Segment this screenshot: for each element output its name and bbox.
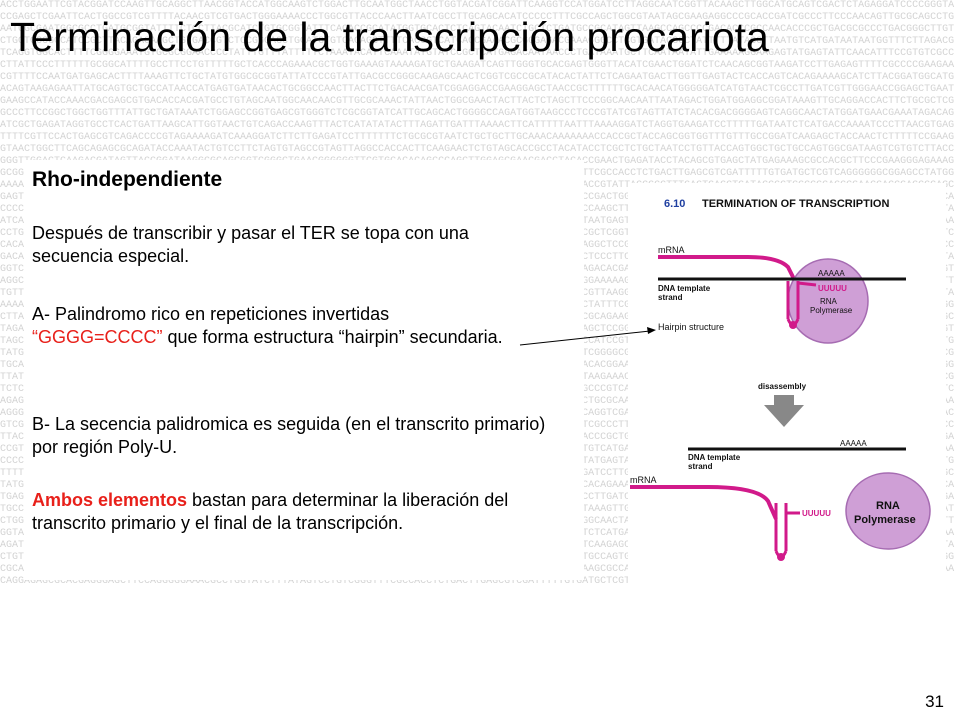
bottom-mrna-strand bbox=[630, 485, 778, 520]
hairpin-label: Hairpin structure bbox=[658, 322, 724, 332]
page-number: 31 bbox=[925, 692, 944, 711]
top-poly-u-tail bbox=[797, 281, 817, 287]
palindrome-sequence: “GGGG=CCCC” bbox=[32, 327, 163, 347]
paragraph-conclusion-text: bastan para determinar la liberación del… bbox=[32, 490, 509, 533]
text-panel bbox=[24, 160, 584, 580]
paragraph-poly-u: B- La secencia palidromica es seguida (e… bbox=[32, 413, 552, 459]
paragraph-poly-u-text: B- La secencia palidromica es seguida (e… bbox=[32, 414, 546, 457]
paragraph-conclusion: Ambos elementos bastan para determinar l… bbox=[32, 489, 552, 535]
termination-figure: 6.10 TERMINATION OF TRANSCRIPTION mRNA D… bbox=[628, 183, 946, 583]
bottom-polymerase-label-2: Polymerase bbox=[854, 514, 916, 526]
top-mrna-label: mRNA bbox=[658, 245, 685, 255]
top-hairpin-loop bbox=[789, 321, 797, 329]
bottom-rna-polymerase bbox=[845, 472, 931, 550]
bottom-mrna-label: mRNA bbox=[630, 475, 657, 485]
figure-number: 6.10 bbox=[664, 198, 685, 210]
paragraph-palindrome-text-2: que forma estructura “hairpin” secundari… bbox=[162, 327, 503, 347]
top-polymerase-label-1: RNA bbox=[820, 297, 838, 306]
section-subtitle: Rho-independiente bbox=[32, 168, 223, 191]
highlight-both-elements: Ambos elementos bbox=[32, 490, 188, 510]
paragraph-palindrome-text: A- Palindromo rico en repeticiones inver… bbox=[32, 304, 390, 324]
top-uuuuu-label: UUUUU bbox=[818, 284, 847, 293]
disassembly-arrow bbox=[764, 395, 804, 427]
bottom-dna-label-1: DNA template bbox=[688, 453, 741, 462]
disassembly-label: disassembly bbox=[758, 382, 807, 391]
bottom-aaaaa-label: AAAAA bbox=[840, 439, 867, 448]
bottom-polymerase-label-1: RNA bbox=[876, 500, 900, 512]
bottom-uuuuu-label: UUUUU bbox=[802, 509, 831, 518]
top-aaaaa-label: AAAAA bbox=[818, 269, 845, 278]
paragraph-intro: Después de transcribir y pasar el TER se… bbox=[32, 222, 552, 268]
figure-heading: TERMINATION OF TRANSCRIPTION bbox=[702, 198, 889, 210]
bottom-hairpin-structure bbox=[774, 503, 788, 559]
paragraph-intro-text: Después de transcribir y pasar el TER se… bbox=[32, 223, 469, 266]
top-dna-label-1: DNA template bbox=[658, 284, 711, 293]
bottom-hairpin-loop bbox=[777, 553, 785, 561]
top-polymerase-label-2: Polymerase bbox=[810, 306, 853, 315]
paragraph-palindrome: A- Palindromo rico en repeticiones inver… bbox=[32, 303, 552, 349]
termination-diagram: 6.10 TERMINATION OF TRANSCRIPTION mRNA D… bbox=[630, 198, 931, 561]
top-dna-label-2: strand bbox=[658, 293, 683, 302]
bottom-dna-label-2: strand bbox=[688, 462, 713, 471]
top-mrna-strand bbox=[658, 255, 798, 284]
page-title: Terminación de la transcripción procario… bbox=[10, 14, 769, 60]
